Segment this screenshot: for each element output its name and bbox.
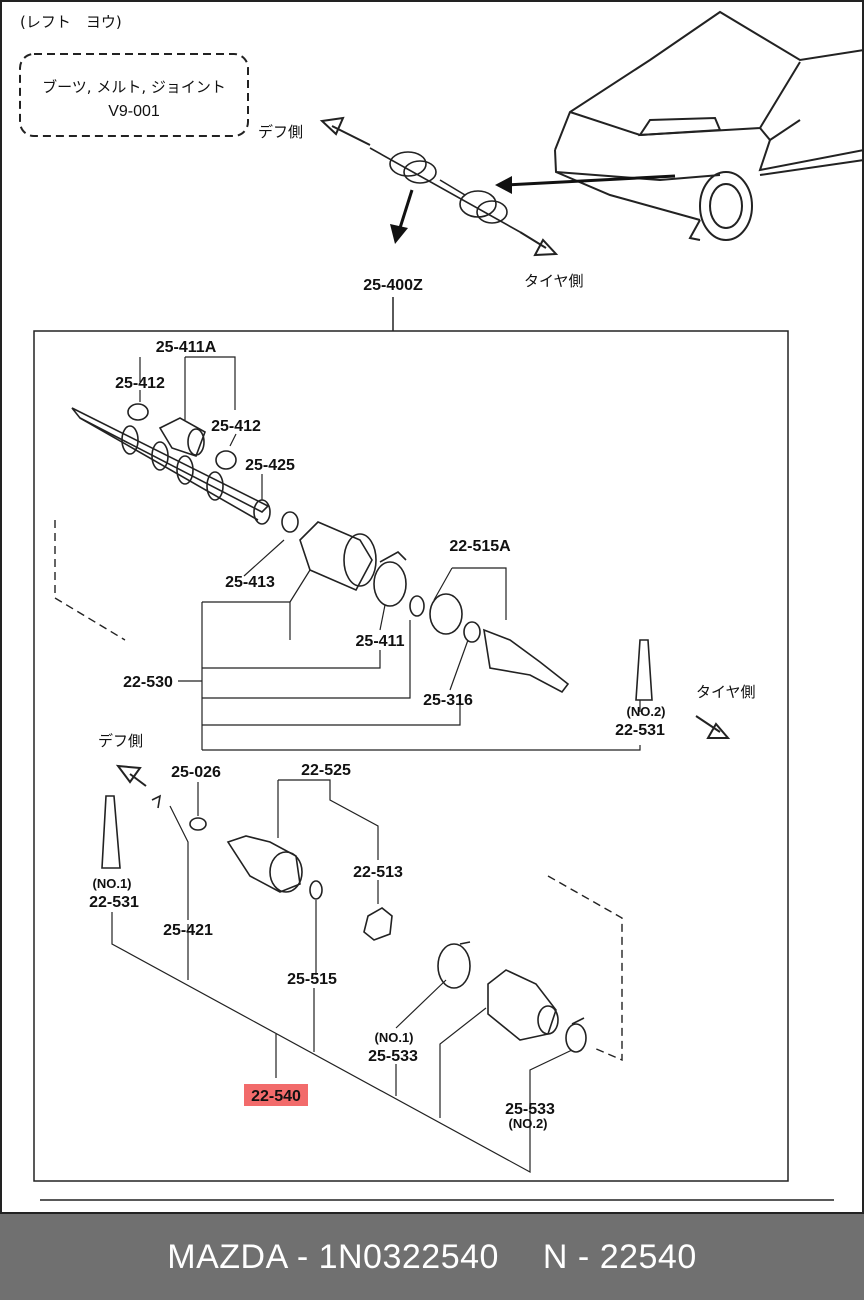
label-22-530: 22-530 bbox=[123, 674, 173, 691]
label-25-411: 25-411 bbox=[356, 633, 405, 650]
arrow-diff-mid-icon bbox=[115, 764, 147, 787]
label-22-531-no2-tag: (NO.2) bbox=[627, 704, 666, 719]
car-illustration bbox=[554, 10, 864, 241]
label-25-533-no2: 25-533 bbox=[505, 1101, 555, 1118]
diagram-border bbox=[0, 0, 864, 1214]
group-box bbox=[19, 53, 249, 137]
label-22-540: 22-540 bbox=[251, 1088, 301, 1105]
clamp-25-413-icon bbox=[281, 511, 299, 533]
part-number-footer: MAZDA - 1N0322540 N - 22540 bbox=[0, 1214, 864, 1300]
label-22-525: 22-525 bbox=[301, 762, 351, 779]
tripod-22-513-icon bbox=[363, 907, 393, 941]
ring-25-026-icon bbox=[189, 817, 207, 831]
label-tire-top: タイヤ側 bbox=[524, 272, 584, 290]
clip-25-421-icon bbox=[151, 794, 162, 809]
label-22-531-no1: 22-531 bbox=[89, 894, 139, 911]
group-box-line2: V9-001 bbox=[108, 103, 160, 120]
boot-25-411-icon bbox=[299, 521, 377, 592]
group-box-line1: ブーツ, メルト, ジョイント bbox=[42, 78, 226, 96]
highlight-22-540 bbox=[244, 1084, 308, 1106]
parts-diagram: (レフト ヨウ) ブーツ, メルト, ジョイント V9-001 デフ側 bbox=[0, 0, 864, 1214]
band-icon bbox=[373, 551, 407, 607]
boot-lower-icon bbox=[487, 969, 559, 1041]
label-25-533-no2-tag: (NO.2) bbox=[509, 1116, 548, 1131]
housing-22-525-icon bbox=[226, 835, 303, 893]
label-tire-mid: タイヤ側 bbox=[696, 683, 756, 701]
label-diff-top: デフ側 bbox=[258, 123, 303, 141]
label-25-316: 25-316 bbox=[423, 692, 473, 709]
snap-ring-icon bbox=[409, 595, 425, 617]
damper-25-411a-icon bbox=[158, 417, 206, 458]
arrow-tire-mid-icon bbox=[695, 715, 731, 739]
label-25-412-a: 25-412 bbox=[115, 375, 165, 392]
label-25-400z: 25-400Z bbox=[363, 277, 423, 294]
arrow-diff-top-icon bbox=[319, 116, 371, 146]
assembly-box bbox=[33, 330, 789, 1182]
footer-part-number: MAZDA - 1N0322540 bbox=[167, 1237, 499, 1276]
pin-22-531-no1-icon bbox=[101, 795, 121, 869]
joint-22-515a-icon bbox=[429, 593, 570, 694]
label-25-412-b: 25-412 bbox=[211, 418, 261, 435]
clamp-25-412-icon bbox=[127, 403, 237, 470]
circlip-25-515-icon bbox=[309, 880, 323, 900]
label-22-515a: 22-515A bbox=[449, 538, 511, 555]
dashed-leader-left bbox=[54, 520, 126, 641]
car-pointer-arrow bbox=[495, 174, 676, 194]
label-25-515: 25-515 bbox=[287, 971, 337, 988]
label-22-513: 22-513 bbox=[353, 864, 403, 881]
upper-leader-lines bbox=[139, 356, 641, 751]
arrow-tire-top-icon bbox=[519, 231, 559, 257]
band-25-533-no2-icon bbox=[565, 1017, 587, 1053]
label-25-413: 25-413 bbox=[225, 574, 275, 591]
label-25-421: 25-421 bbox=[163, 922, 213, 939]
footer-catalog-number: N - 22540 bbox=[542, 1237, 697, 1276]
label-22-531-no1-tag: (NO.1) bbox=[93, 876, 132, 891]
label-25-425: 25-425 bbox=[245, 457, 295, 474]
drive-shaft-icon bbox=[71, 407, 271, 525]
label-25-026: 25-026 bbox=[171, 764, 221, 781]
diagram-header-title: (レフト ヨウ) bbox=[20, 13, 122, 31]
top-shaft-icon bbox=[369, 147, 521, 233]
arrow-down-icon bbox=[390, 189, 414, 244]
label-25-533-no1: 25-533 bbox=[368, 1048, 418, 1065]
label-diff-mid: デフ側 bbox=[98, 732, 143, 750]
dashed-leader-right bbox=[547, 875, 623, 1062]
label-25-533-no1-tag: (NO.1) bbox=[375, 1030, 414, 1045]
label-25-411a: 25-411A bbox=[156, 339, 217, 356]
pin-22-531-no2-icon bbox=[635, 639, 653, 701]
label-22-531-no2: 22-531 bbox=[615, 722, 665, 739]
lower-leader-lines bbox=[111, 779, 573, 1174]
band-25-533-no1-icon bbox=[437, 941, 471, 989]
